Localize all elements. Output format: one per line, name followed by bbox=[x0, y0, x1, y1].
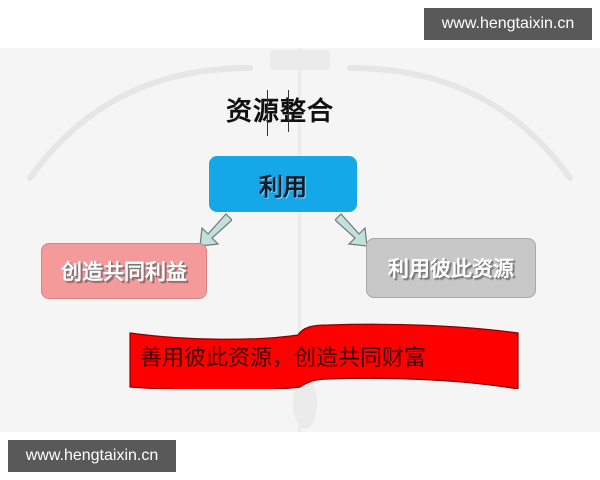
arrow-down-left-icon bbox=[199, 213, 232, 247]
left-node-label: 创造共同利益 bbox=[61, 260, 187, 284]
left-node-box: 创造共同利益 bbox=[41, 243, 207, 299]
watermark-top: www.hengtaixin.cn bbox=[424, 8, 592, 40]
center-node-label: 利用 bbox=[259, 172, 307, 201]
diagram-title: 资源整合 bbox=[225, 97, 334, 127]
connector-line bbox=[267, 90, 268, 136]
right-node-box: 利用彼此资源 bbox=[366, 238, 536, 298]
connector-line bbox=[288, 90, 289, 132]
red-ribbon-banner bbox=[129, 323, 519, 389]
center-node-box: 利用 bbox=[209, 156, 357, 212]
arrow-down-right-icon bbox=[335, 213, 368, 247]
faint-background-artwork bbox=[27, 48, 573, 432]
right-node-label: 利用彼此资源 bbox=[388, 257, 514, 281]
watermark-bottom: www.hengtaixin.cn bbox=[8, 440, 176, 472]
banner-text: 善用彼此资源，创造共同财富 bbox=[140, 346, 427, 371]
